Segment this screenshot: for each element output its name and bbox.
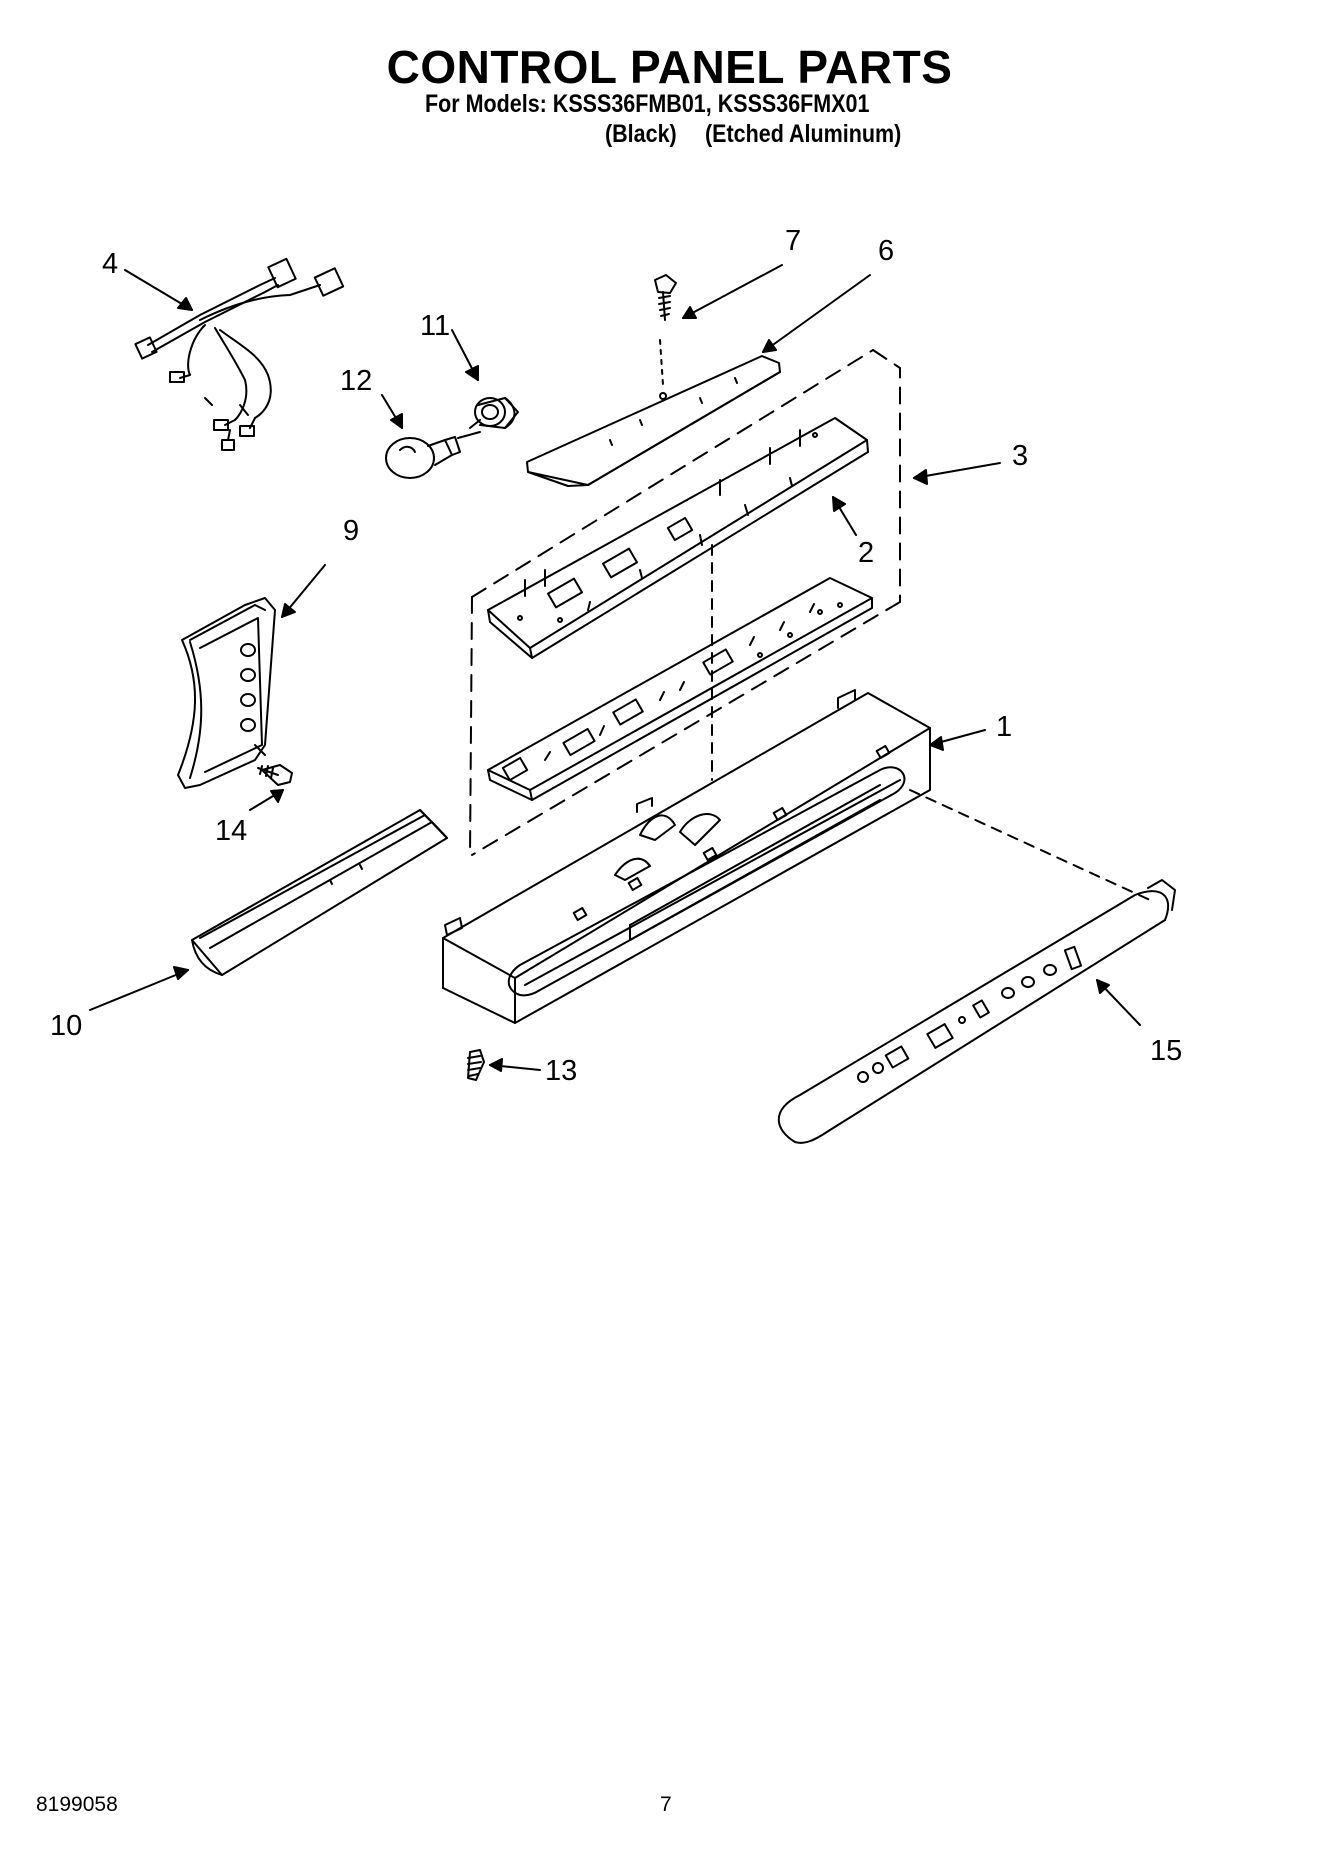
page-title: CONTROL PANEL PARTS [386,41,953,93]
part-14-screw [257,764,293,786]
part-6-cover-plate [526,339,781,487]
part-1-control-housing [442,689,1151,1024]
callout-1: 1 [996,711,1012,743]
variant-black-label: (Black) [605,120,677,148]
callout-6: 6 [878,235,894,267]
callout-9: 9 [343,515,359,547]
part-11-light-socket [469,397,519,429]
callout-10: 10 [50,1010,82,1042]
callout-3: 3 [1012,440,1028,472]
part-7-screw [654,274,677,321]
part-9-side-panel [177,597,276,789]
callout-4: 4 [102,248,118,280]
callout-15: 15 [1150,1035,1182,1067]
part-12-light-bulb [385,431,481,479]
models-line: For Models: KSSS36FMB01, KSSS36FMX01 [425,90,870,118]
callout-11: 11 [420,310,450,342]
part-3-control-board-lower [487,544,873,801]
callout-2: 2 [858,537,874,569]
part-3-assembly-outline [469,349,901,856]
part-10-trim-strip [191,809,448,976]
variant-aluminum-label: (Etched Aluminum) [705,120,902,148]
callout-13: 13 [545,1055,577,1087]
part-4-wire-harness [134,257,345,451]
document-number: 8199058 [36,1793,118,1816]
callout-12: 12 [340,365,372,397]
page-number: 7 [660,1793,672,1816]
callout-leaders [89,264,1141,1072]
part-2-control-board-upper [487,417,869,659]
callout-7: 7 [785,225,801,257]
part-15-front-overlay [777,879,1176,1144]
callout-14: 14 [215,815,247,847]
part-13-screw [467,1049,485,1081]
